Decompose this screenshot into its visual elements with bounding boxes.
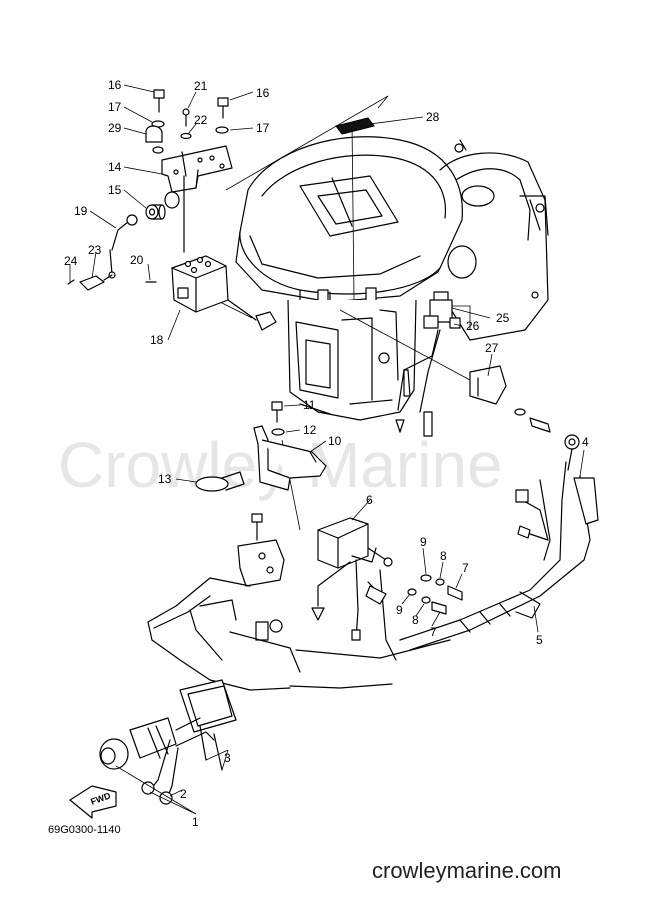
callout-8b: 8 (412, 613, 419, 627)
wire-harness (365, 434, 599, 661)
callout-23: 23 (88, 243, 102, 257)
bracket-assembly (67, 89, 277, 331)
callout-16a: 16 (108, 78, 122, 92)
fwd-arrow: FWD (69, 785, 117, 819)
callout-4: 4 (582, 435, 589, 449)
callout-28: 28 (426, 110, 440, 124)
callout-21: 21 (194, 79, 208, 93)
flywheel-cover (235, 136, 463, 303)
callout-29: 29 (108, 121, 122, 135)
engine-column (287, 299, 417, 421)
callout-10: 10 (328, 434, 342, 448)
callout-5: 5 (536, 633, 543, 647)
mount-bracket (195, 401, 327, 492)
engine-block (439, 139, 549, 341)
callout-3: 3 (224, 751, 231, 765)
callout-17b: 17 (256, 121, 270, 135)
callout-14: 14 (108, 160, 122, 174)
callout-11: 11 (303, 398, 316, 412)
callout-24: 24 (64, 254, 78, 268)
callout-16b: 16 (256, 86, 270, 100)
bottom-cowling (147, 513, 451, 691)
callout-13: 13 (158, 472, 172, 486)
callout-22: 22 (194, 113, 208, 127)
callout-8a: 8 (440, 549, 447, 563)
callout-25: 25 (496, 311, 510, 325)
callout-labels: 16 21 16 17 22 17 29 14 15 19 23 24 20 1… (64, 78, 589, 829)
diagram-code: 69G0300-1140 (48, 824, 121, 836)
callout-1: 1 (192, 815, 199, 829)
watermark: Crowley Marine (58, 429, 503, 501)
callout-19: 19 (74, 204, 88, 218)
fasteners (407, 574, 463, 615)
callout-15: 15 (108, 183, 122, 197)
relay-assembly (395, 291, 551, 437)
stop-switch (335, 117, 375, 135)
callout-12: 12 (303, 423, 317, 437)
callout-9b: 9 (396, 603, 403, 617)
callout-2: 2 (180, 787, 187, 801)
callout-18: 18 (150, 333, 164, 347)
reference-lines (215, 95, 471, 531)
callout-20: 20 (130, 253, 144, 267)
leader-lines (69, 84, 585, 815)
callout-7b: 7 (430, 625, 437, 639)
rectifier (311, 517, 393, 641)
callout-17a: 17 (108, 100, 122, 114)
callout-9a: 9 (420, 535, 427, 549)
callout-7a: 7 (462, 561, 469, 575)
callout-27: 27 (485, 341, 499, 355)
callout-26: 26 (466, 319, 480, 333)
main-switch (99, 679, 237, 805)
callout-6: 6 (366, 493, 373, 507)
site-name: crowleymarine.com (372, 858, 562, 883)
